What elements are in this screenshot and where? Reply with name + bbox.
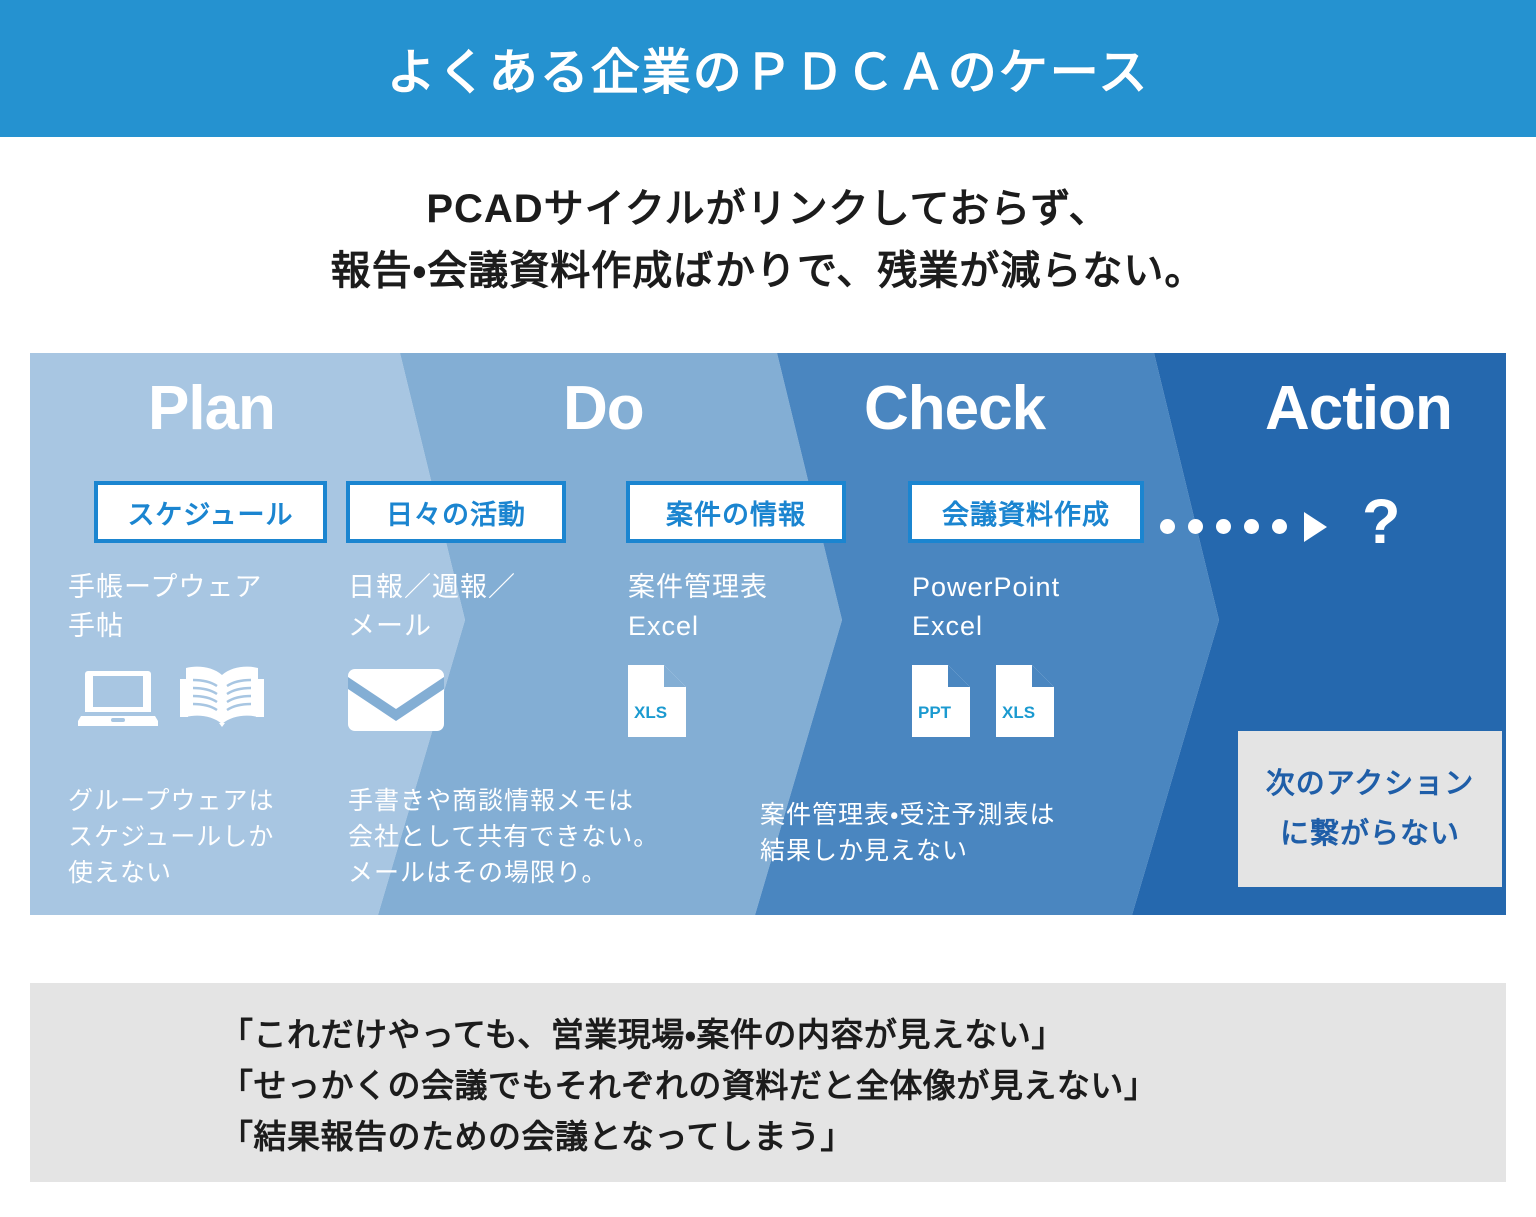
subtitle-line-1: PCADサイクルがリンクしておらず、 (426, 187, 1110, 231)
stage-badge-label-plan: スケジュール (127, 499, 294, 530)
pdca-chevron-panel: Plan スケジュール 手帳ープウェア 手帖 (30, 353, 1506, 915)
action-outcome-box: 次のアクション に繋がらない (1238, 731, 1502, 887)
stage-badge-action[interactable]: 会議資料作成 (908, 481, 1144, 543)
stage-icons-check: XLS (628, 665, 686, 737)
note-line: 案件管理表・受注予測表は (760, 801, 1056, 829)
stage-icons-do (348, 669, 444, 731)
stage-badge-label-action: 会議資料作成 (942, 499, 1110, 530)
stage-badge-label-check: 案件の情報 (666, 499, 806, 530)
tool-text: PowerPoint (912, 572, 1061, 602)
stage-tools-check: 案件管理表 Excel (628, 568, 768, 646)
stage-tools-action: PowerPoint Excel (912, 568, 1060, 646)
stage-title-do: Do (563, 374, 645, 443)
quote-line-1: 「これだけやっても、営業現場・案件の内容が見えない」 (220, 1016, 1065, 1053)
action-outcome-line-1: 次のアクション (1265, 768, 1475, 800)
note-line: 手書きや商談情報メモは (348, 787, 635, 815)
envelope-icon (348, 669, 444, 731)
stage-tools-do: 日報／週報／ メール (348, 568, 516, 646)
tool-text: メール (348, 611, 432, 641)
question-mark: ? (1362, 487, 1401, 557)
play-triangle-icon (1304, 511, 1327, 542)
tool-text: 日報／週報／ (348, 572, 516, 602)
stage-icons-plan (78, 663, 264, 729)
flow-dot (1244, 519, 1259, 534)
tool-text: 案件管理表 (628, 572, 768, 602)
note-line: 使えない (68, 859, 173, 887)
stage-icons-action: PPT XLS (912, 665, 1054, 737)
xls-file-icon: XLS (996, 665, 1054, 737)
stage-title-check: Check (864, 374, 1046, 443)
flow-dot (1188, 519, 1203, 534)
note-line: 会社として共有できない。 (348, 823, 660, 851)
tool-text: 手帖 (68, 611, 124, 641)
stage-title-plan: Plan (148, 374, 276, 443)
stage-note-check: 案件管理表・受注予測表は 結果しか見えない (760, 797, 1056, 869)
quote-line-2: 「せっかくの会議でもそれぞれの資料だと全体像が見えない」 (220, 1067, 1158, 1104)
stage-badge-check[interactable]: 案件の情報 (626, 481, 846, 543)
xls-file-label: XLS (1002, 703, 1035, 722)
tool-text: Excel (912, 611, 984, 641)
ppt-file-icon: PPT (912, 665, 970, 737)
stage-column-action: Action 会議資料作成 PowerPoint Excel PPT (890, 353, 1506, 915)
open-book-icon (180, 663, 264, 729)
stage-note-plan: グループウェアは スケジュールしか 使えない (68, 783, 275, 891)
quotes-panel: 「これだけやっても、営業現場・案件の内容が見えない」 「せっかくの会議でもそれぞ… (30, 983, 1506, 1182)
subtitle-line-2: 報告・会議資料作成ばかりで、残業が減らない。 (330, 249, 1206, 293)
laptop-icon (78, 667, 158, 729)
note-line: スケジュールしか (68, 823, 275, 851)
stage-note-do: 手書きや商談情報メモは 会社として共有できない。 メールはその場限り。 (348, 783, 659, 891)
ppt-file-label: PPT (918, 703, 952, 722)
stage-badge-plan[interactable]: スケジュール (94, 481, 327, 543)
flow-dots-arrow: ? (1160, 491, 1400, 558)
quote-line-3: 「結果報告のための会議となってしまう」 (220, 1118, 854, 1155)
page-title: よくある企業のＰＤＣＡのケース (386, 46, 1150, 100)
flow-dot (1160, 519, 1175, 534)
xls-file-label: XLS (634, 703, 667, 722)
stage-title-action: Action (1265, 374, 1453, 443)
flow-dot (1216, 519, 1231, 534)
stage-column-plan: Plan スケジュール 手帳ープウェア 手帖 (30, 353, 430, 915)
tool-text: Excel (628, 611, 700, 641)
stage-badge-label-do: 日々の活動 (386, 499, 526, 530)
stage-column-check: Check 案件の情報 案件管理表 Excel XLS 案件管理表・受注予 (610, 353, 1055, 915)
flow-dot (1272, 519, 1287, 534)
note-line: メールはその場限り。 (348, 859, 608, 887)
tool-text: 手帳ープウェア (68, 572, 263, 602)
note-line: グループウェアは (68, 787, 275, 815)
action-outcome-label: 次のアクション に繋がらない (1266, 759, 1475, 859)
header-banner: よくある企業のＰＤＣＡのケース (0, 0, 1536, 137)
note-line: 結果しか見えない (760, 837, 969, 865)
stage-tools-plan: 手帳ープウェア 手帖 (68, 568, 262, 646)
stage-column-do: Do 日々の活動 日報／週報／ メール 手書きや商談情報メモは 会社として共有で… (330, 353, 750, 915)
action-outcome-line-2: に繋がらない (1279, 818, 1460, 850)
subtitle-block: PCADサイクルがリンクしておらず、 報告・会議資料作成ばかりで、残業が減らない… (0, 178, 1536, 302)
stage-badge-do[interactable]: 日々の活動 (346, 481, 566, 543)
xls-file-icon: XLS (628, 665, 686, 737)
